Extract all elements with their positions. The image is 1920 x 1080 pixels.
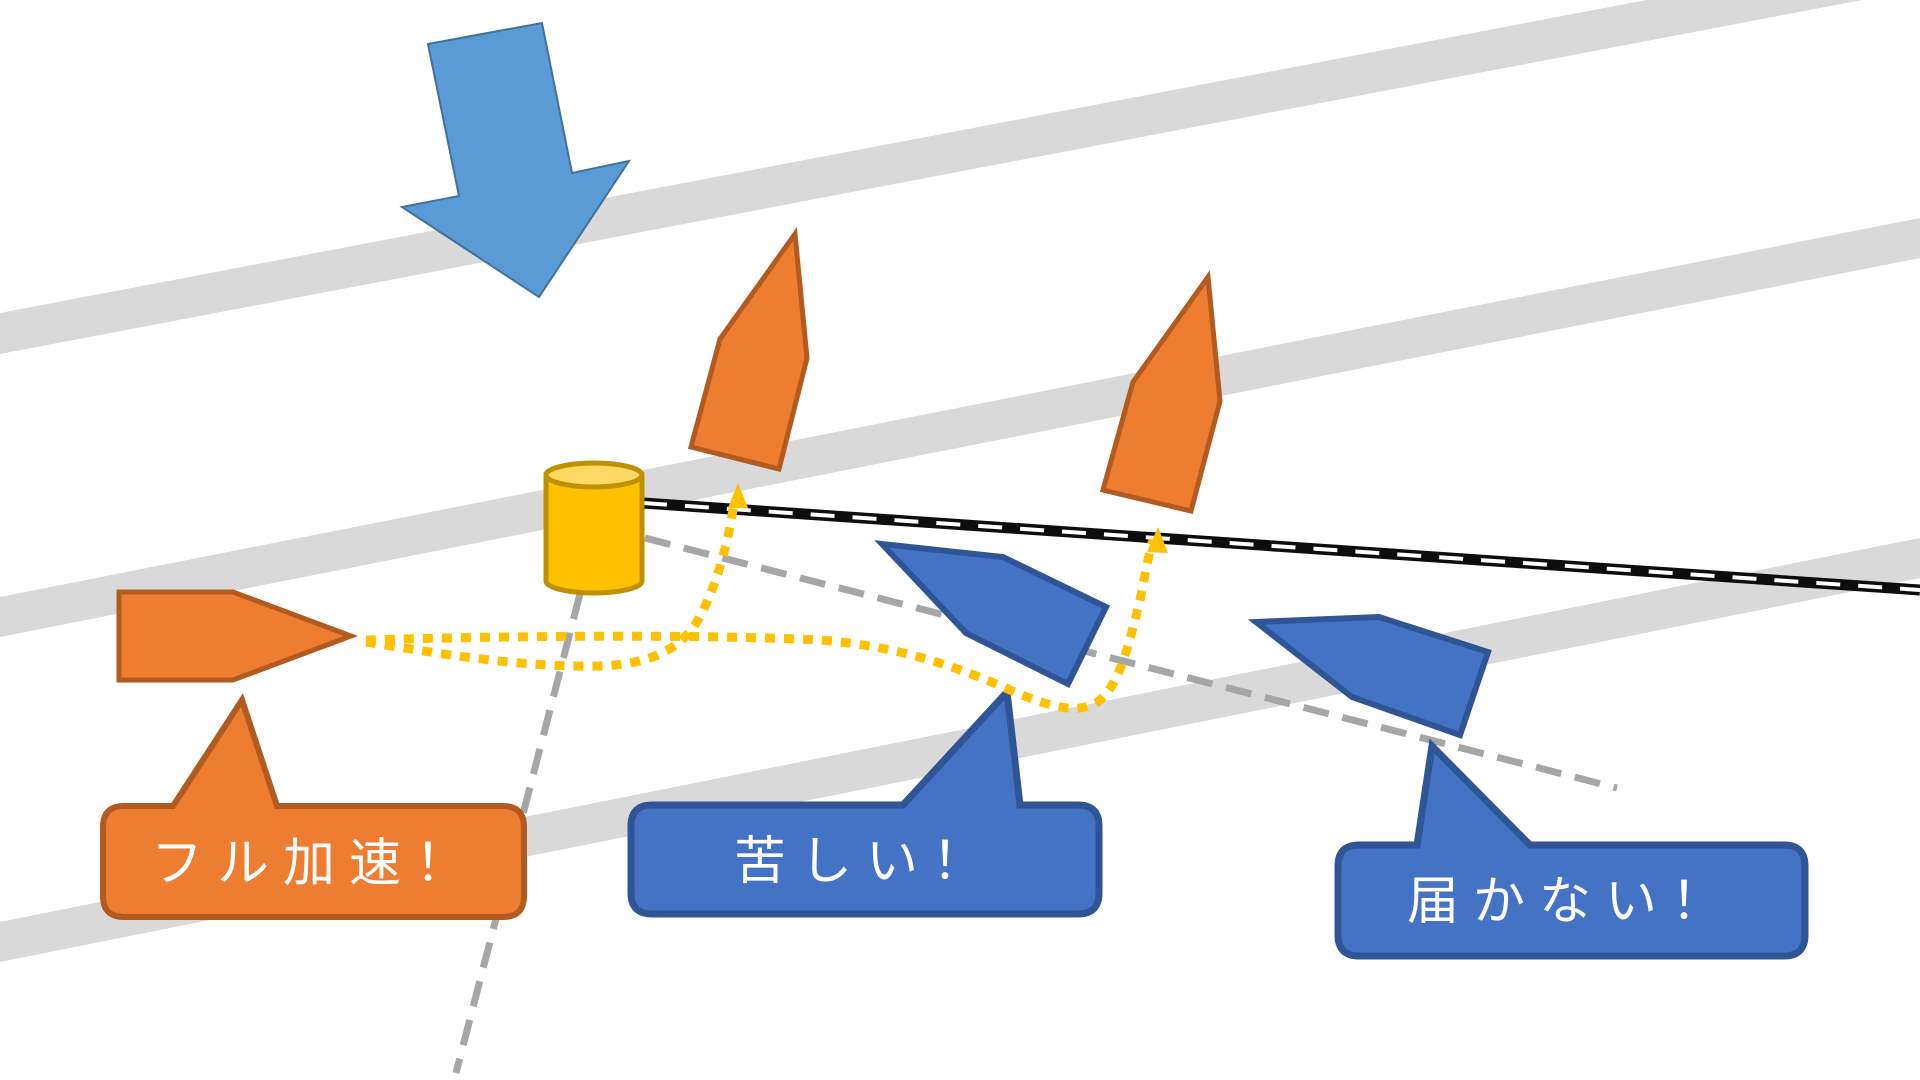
rival-boat-1 <box>874 540 1111 689</box>
callout-rival-1: 苦しい！ <box>627 684 1103 918</box>
own-boats <box>116 227 1223 683</box>
own-boat-start <box>116 589 359 683</box>
wave-band-1 <box>0 0 1863 354</box>
path-arrowhead-1 <box>728 483 748 508</box>
path-inside-rounding <box>365 502 739 671</box>
course-paths <box>365 502 1158 713</box>
own-boat-rounding-2 <box>1099 270 1223 514</box>
rival-boats <box>874 540 1492 739</box>
wave-band-2 <box>0 218 1920 637</box>
own-boat-rounding-1 <box>687 227 810 473</box>
callout-rival-2: 届かない！ <box>1334 738 1809 960</box>
start-line <box>642 497 1920 596</box>
path-wide-rounding <box>365 538 1158 713</box>
callout-own: フル加速！ <box>100 693 527 920</box>
mark-buoy <box>543 460 645 596</box>
path-arrowhead-2 <box>1147 527 1168 553</box>
rival-boat-2 <box>1247 613 1492 739</box>
path-arrowheads <box>728 483 1168 553</box>
callout-own-text: フル加速！ <box>151 834 481 894</box>
wind-arrow-icon <box>399 21 632 299</box>
callout-rival-1-text: 苦しい！ <box>734 832 998 892</box>
callout-rival-2-text: 届かない！ <box>1407 872 1737 932</box>
layline-right <box>644 534 1618 792</box>
